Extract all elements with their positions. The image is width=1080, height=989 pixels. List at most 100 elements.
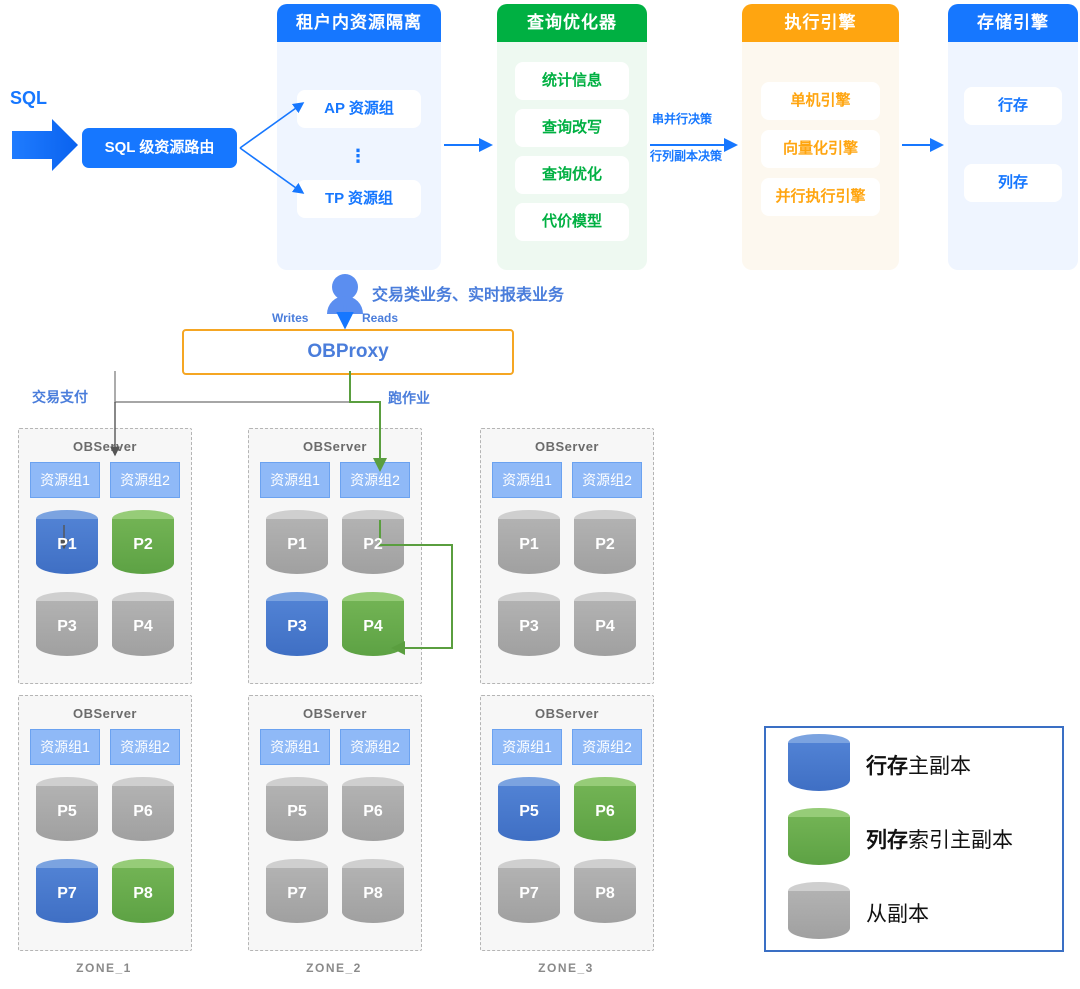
branch-label-run-jobs: 跑作业 (388, 390, 430, 406)
resource-group[interactable]: 资源组1 (492, 462, 562, 498)
legend-label-rest: 主副本 (908, 755, 971, 778)
partition-label: P3 (287, 618, 307, 635)
partition-label: P6 (363, 803, 383, 820)
chip-parallel-execution-engine[interactable]: 并行执行引擎 (760, 178, 881, 216)
resource-group-row: 资源组1 资源组2 (249, 729, 421, 765)
partition-label: P7 (57, 885, 77, 902)
panel-title-tenant-isolation: 租户内资源隔离 (277, 4, 441, 42)
partition-label: P3 (57, 618, 77, 635)
partition-cylinder[interactable]: P2 (342, 510, 404, 580)
cylinder-body (36, 868, 98, 923)
resource-group[interactable]: 资源组2 (340, 729, 410, 765)
partition-cylinder[interactable]: P4 (112, 592, 174, 662)
partition-cylinder[interactable]: P4 (574, 592, 636, 662)
partition-label: P4 (363, 618, 383, 635)
resource-group[interactable]: 资源组1 (492, 729, 562, 765)
legend-row: 从副本 (766, 876, 1062, 950)
sql-resource-routing-box[interactable]: SQL 级资源路由 (82, 128, 237, 168)
partition-cylinder[interactable]: P6 (112, 777, 174, 847)
chip-query-rewrite[interactable]: 查询改写 (515, 109, 629, 147)
partition-cylinder[interactable]: P8 (342, 859, 404, 929)
partition-cylinder[interactable]: P6 (342, 777, 404, 847)
resource-group[interactable]: 资源组2 (110, 462, 180, 498)
legend-cylinder-gray (788, 882, 850, 944)
partition-cylinder[interactable]: P1 (36, 510, 98, 580)
resource-group[interactable]: 资源组1 (260, 462, 330, 498)
partition-cylinder[interactable]: P8 (574, 859, 636, 929)
chip-single-node-engine[interactable]: 单机引擎 (760, 82, 881, 120)
partition-row: P3 P4 (481, 592, 653, 662)
resource-group[interactable]: 资源组2 (572, 729, 642, 765)
chip-cost-model[interactable]: 代价模型 (515, 203, 629, 241)
panel-title-storage-engine: 存储引擎 (948, 4, 1078, 42)
partition-cylinder[interactable]: P1 (266, 510, 328, 580)
chip-tp-resource-group[interactable]: TP 资源组 (296, 180, 422, 218)
partition-cylinder[interactable]: P8 (112, 859, 174, 929)
resource-group[interactable]: 资源组2 (110, 729, 180, 765)
partition-cylinder[interactable]: P2 (112, 510, 174, 580)
legend-label: 行存主副本 (866, 750, 971, 780)
chip-ap-resource-group[interactable]: AP 资源组 (296, 90, 422, 128)
partition-cylinder[interactable]: P5 (36, 777, 98, 847)
zone-name-3: ZONE_3 (538, 961, 594, 975)
partition-label: P8 (363, 885, 383, 902)
partition-label: P4 (595, 618, 615, 635)
partition-cylinder[interactable]: P3 (266, 592, 328, 662)
resource-group[interactable]: 资源组2 (340, 462, 410, 498)
partition-label: P8 (133, 885, 153, 902)
legend-label-bold: 列存 (866, 829, 908, 852)
reads-label: Reads (362, 311, 399, 325)
partition-label: P4 (133, 618, 153, 635)
partition-label: P2 (595, 536, 615, 553)
partition-cylinder[interactable]: P7 (498, 859, 560, 929)
cylinder-body (266, 519, 328, 574)
partition-label: P1 (287, 536, 307, 553)
resource-group[interactable]: 资源组1 (260, 729, 330, 765)
partition-cylinder[interactable]: P5 (498, 777, 560, 847)
cylinder-body (574, 519, 636, 574)
observer-title: OBServer (535, 706, 599, 721)
partition-row: P1 P2 (249, 510, 421, 580)
cylinder-body (498, 519, 560, 574)
legend-label: 从副本 (866, 898, 929, 928)
legend-cylinder-blue (788, 734, 850, 796)
partition-label: P7 (287, 885, 307, 902)
cylinder-body (266, 601, 328, 656)
panel-body-storage-engine: 行存 列存 (948, 42, 1078, 270)
partition-cylinder[interactable]: P7 (266, 859, 328, 929)
partition-row: P3 P4 (249, 592, 421, 662)
resource-group-row: 资源组1 资源组2 (249, 462, 421, 498)
observer-title: OBServer (73, 706, 137, 721)
cylinder-body (112, 519, 174, 574)
resource-group[interactable]: 资源组2 (572, 462, 642, 498)
resource-group[interactable]: 资源组1 (30, 462, 100, 498)
chip-vectorized-engine[interactable]: 向量化引擎 (760, 130, 881, 168)
cylinder-body (498, 868, 560, 923)
legend-row: 列存索引主副本 (766, 802, 1062, 876)
partition-cylinder[interactable]: P2 (574, 510, 636, 580)
partition-cylinder[interactable]: P3 (36, 592, 98, 662)
partition-cylinder[interactable]: P7 (36, 859, 98, 929)
cylinder-body (574, 601, 636, 656)
legend-label-rest: 从副本 (866, 903, 929, 926)
panel-title-execution-engine: 执行引擎 (742, 4, 899, 42)
partition-cylinder[interactable]: P6 (574, 777, 636, 847)
chip-statistics[interactable]: 统计信息 (515, 62, 629, 100)
chip-row-store[interactable]: 行存 (963, 87, 1063, 125)
obproxy-box[interactable]: OBProxy (182, 329, 514, 375)
partition-label: P6 (133, 803, 153, 820)
partition-row: P1 P2 (481, 510, 653, 580)
legend-row: 行存主副本 (766, 728, 1062, 802)
observer-title: OBServer (303, 439, 367, 454)
partition-cylinder[interactable]: P5 (266, 777, 328, 847)
resource-group[interactable]: 资源组1 (30, 729, 100, 765)
partition-cylinder[interactable]: P1 (498, 510, 560, 580)
partition-cylinder[interactable]: P3 (498, 592, 560, 662)
chip-column-store[interactable]: 列存 (963, 164, 1063, 202)
chip-query-optimization[interactable]: 查询优化 (515, 156, 629, 194)
partition-cylinder[interactable]: P4 (342, 592, 404, 662)
